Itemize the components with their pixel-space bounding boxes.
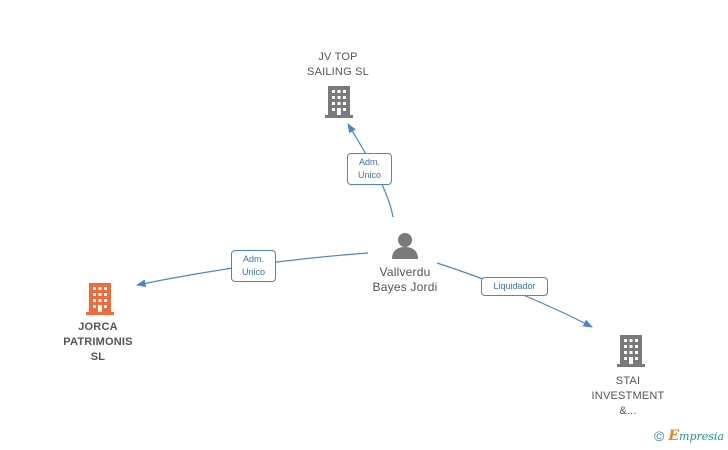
jorca-label-line1: JORCA bbox=[78, 321, 118, 333]
jorca-label-line2: PATRIMONIS bbox=[63, 336, 133, 348]
jorca-label-line3: SL bbox=[90, 351, 106, 363]
stai-label-line3: &... bbox=[619, 405, 637, 417]
jv-top-building-icon[interactable] bbox=[325, 86, 353, 118]
jorca-building-icon[interactable] bbox=[86, 283, 114, 315]
edge-label-to-stai: Liquidador bbox=[481, 277, 548, 296]
edge-label-to-jorca: Adm. Unico bbox=[231, 250, 276, 282]
brand-initial: E bbox=[668, 428, 680, 444]
copyright-symbol: © bbox=[654, 428, 665, 444]
person-label[interactable]: Vallverdu Bayes Jordi bbox=[355, 265, 455, 295]
person-label-line2: Bayes Jordi bbox=[372, 280, 438, 294]
brand-name: mpresia bbox=[679, 430, 724, 443]
jv-top-label-line2: SAILING SL bbox=[307, 66, 369, 78]
edge-label-to-jv-top-line1: Adm. bbox=[358, 157, 380, 167]
jv-top-label[interactable]: JV TOP SAILING SL bbox=[288, 50, 388, 80]
brand-logo: © Empresia bbox=[654, 428, 724, 444]
edge-label-to-jv-top: Adm. Unico bbox=[347, 153, 392, 185]
person-icon[interactable] bbox=[392, 233, 418, 259]
edge-label-to-jorca-line1: Adm. bbox=[242, 254, 264, 264]
stai-label-line1: STAI bbox=[615, 375, 641, 387]
stai-label-line2: INVESTMENT bbox=[591, 390, 665, 402]
stai-label[interactable]: STAI INVESTMENT &... bbox=[578, 374, 678, 419]
jorca-label[interactable]: JORCA PATRIMONIS SL bbox=[48, 320, 148, 365]
edge-label-to-stai-line1: Liquidador bbox=[493, 281, 536, 291]
person-label-line1: Vallverdu bbox=[379, 265, 431, 279]
edge-label-to-jorca-line2: Unico bbox=[241, 267, 265, 277]
edge-label-to-jv-top-line2: Unico bbox=[357, 170, 381, 180]
stai-building-icon[interactable] bbox=[617, 335, 645, 367]
brand-wordmark: Empresia bbox=[668, 428, 724, 444]
jv-top-label-line1: JV TOP bbox=[318, 51, 358, 63]
